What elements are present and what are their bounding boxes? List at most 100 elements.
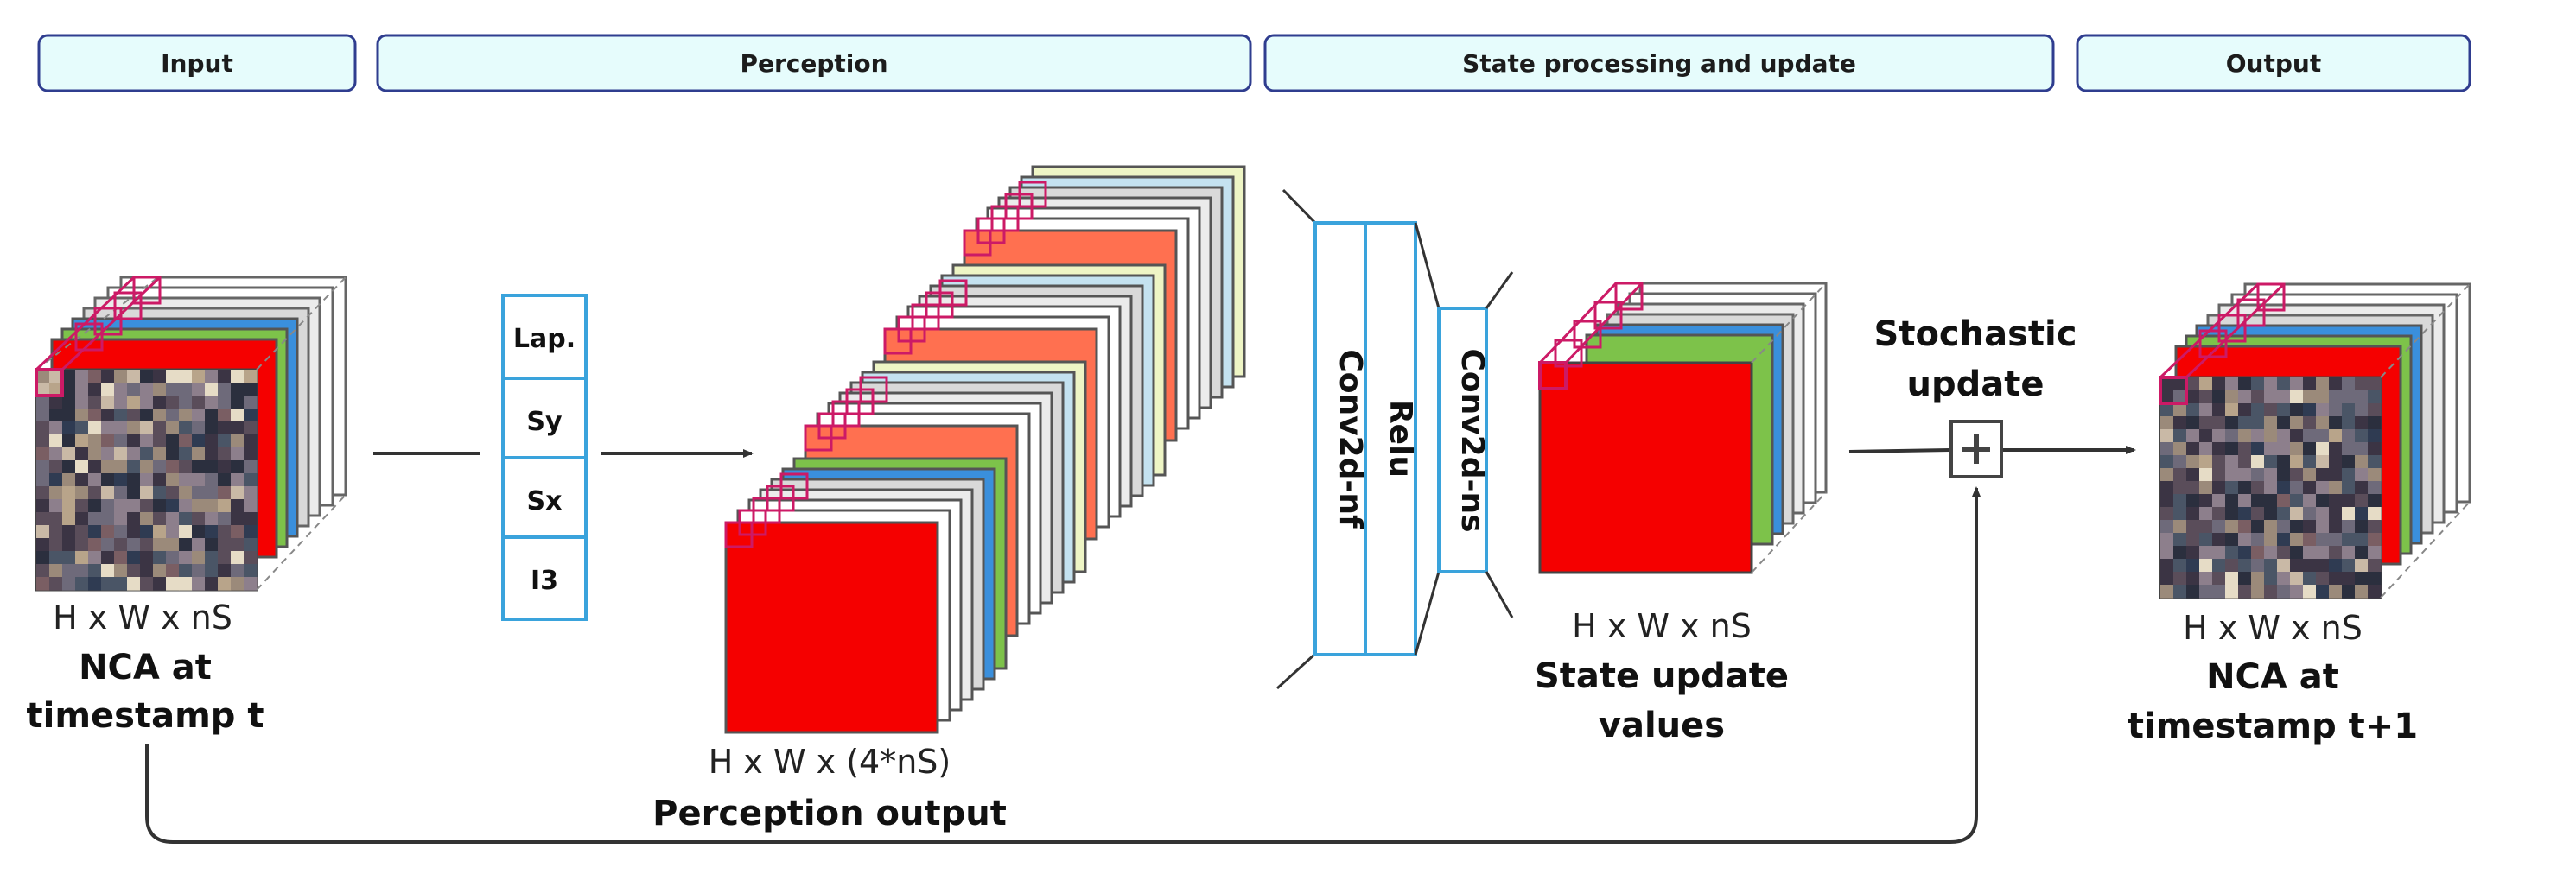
pixel-cell: [2199, 442, 2213, 456]
pixel-cell: [231, 473, 245, 487]
pixel-cell: [127, 512, 141, 526]
pixel-cell: [2316, 533, 2330, 547]
pixel-cell: [2264, 377, 2278, 391]
pixel-cell: [49, 486, 63, 500]
pixel-cell: [2303, 546, 2317, 560]
conv2d-ns-label: Conv2d-ns: [1454, 348, 1490, 532]
pixel-cell: [166, 383, 180, 396]
pixel-cell: [88, 447, 102, 461]
pixel-cell: [2342, 416, 2356, 430]
pixel-cell: [2277, 533, 2291, 547]
pixel-cell: [2368, 559, 2382, 573]
pixel-cell: [2303, 403, 2317, 417]
pixel-cell: [2277, 468, 2291, 482]
pixel-cell: [166, 409, 180, 422]
pixel-cell: [2290, 403, 2304, 417]
pixel-cell: [2277, 416, 2291, 430]
pixel-cell: [114, 383, 128, 396]
pixel-cell: [2212, 559, 2226, 573]
pixel-cell: [2225, 377, 2239, 391]
pixel-cell: [62, 525, 76, 539]
pixel-cell: [62, 460, 76, 474]
pixel-cell: [49, 473, 63, 487]
pixel-cell: [101, 447, 115, 461]
pixel-cell: [75, 551, 89, 565]
pixel-cell: [49, 409, 63, 422]
pixel-cell: [166, 538, 180, 552]
pixel-cell: [114, 396, 128, 409]
pixel-cell: [2355, 546, 2369, 560]
pixel-cell: [2212, 403, 2226, 417]
output-caption-line2: timestamp t+1: [2128, 706, 2418, 746]
pixel-cell: [101, 551, 115, 565]
pixel-cell: [2316, 572, 2330, 586]
pixel-cell: [2186, 494, 2200, 508]
pixel-cell: [205, 396, 219, 409]
pixel-cell: [2264, 403, 2278, 417]
pixel-cell: [153, 564, 167, 578]
pixel-cell: [62, 473, 76, 487]
pixel-cell: [179, 577, 193, 591]
update-caption-line2: values: [1599, 706, 1725, 745]
pixel-cell: [2212, 416, 2226, 430]
update-values-stack: [1538, 282, 1828, 574]
pixel-cell: [2173, 468, 2187, 482]
pixel-cell: [153, 421, 167, 435]
pixel-cell: [153, 486, 167, 500]
section-label-output: Output: [2226, 49, 2321, 78]
pixel-cell: [101, 421, 115, 435]
pixel-cell: [2303, 585, 2317, 599]
pixel-cell: [62, 538, 76, 552]
pixel-cell: [140, 512, 154, 526]
pixel-cell: [101, 473, 115, 487]
pixel-cell: [127, 551, 141, 565]
pixel-cell: [2251, 455, 2265, 469]
input-caption-line2: timestamp t: [27, 696, 264, 736]
pixel-cell: [2342, 455, 2356, 469]
pixel-cell: [2160, 507, 2174, 521]
pixel-cell: [205, 409, 219, 422]
pixel-cell: [231, 447, 245, 461]
pixel-cell: [36, 525, 50, 539]
pixel-cell: [192, 538, 206, 552]
pixel-cell: [179, 551, 193, 565]
pixel-cell: [2186, 546, 2200, 560]
pixel-cell: [2368, 416, 2382, 430]
perception-cell-highlight: [1018, 181, 1047, 208]
pixel-cell: [2329, 468, 2343, 482]
perception-dims-label: H x W x (4*nS): [709, 743, 951, 781]
pixel-cell: [88, 460, 102, 474]
section-header-state: State processing and update: [1263, 34, 2055, 92]
pixel-cell: [2355, 455, 2369, 469]
pixel-cell: [2355, 481, 2369, 495]
pixel-cell: [2290, 559, 2304, 573]
pixel-cell: [2342, 585, 2356, 599]
pixel-cell: [2199, 533, 2213, 547]
perception-channel-front: [724, 521, 939, 734]
pixel-cell: [244, 512, 258, 526]
pixel-cell: [2316, 429, 2330, 443]
pixel-cell: [36, 564, 50, 578]
pixel-cell: [244, 525, 258, 539]
pixel-cell: [244, 396, 258, 409]
pixel-cell: [231, 396, 245, 409]
pixel-cell: [2212, 377, 2226, 391]
pixel-cell: [2199, 520, 2213, 534]
pixel-cell: [205, 551, 219, 565]
pixel-cell: [2225, 468, 2239, 482]
pixel-cell: [2303, 533, 2317, 547]
pixel-cell: [192, 396, 206, 409]
pixel-cell: [205, 473, 219, 487]
pixel-cell: [2277, 585, 2291, 599]
pixel-cell: [192, 486, 206, 500]
pixel-cell: [2186, 533, 2200, 547]
pixel-cell: [62, 564, 76, 578]
pixel-cell: [2277, 442, 2291, 456]
pixel-cell: [2264, 481, 2278, 495]
pixel-cell: [2290, 572, 2304, 586]
pixel-cell: [2342, 520, 2356, 534]
pixel-cell: [62, 447, 76, 461]
pixel-cell: [2368, 585, 2382, 599]
pixel-cell: [218, 551, 232, 565]
pixel-cell: [2316, 559, 2330, 573]
